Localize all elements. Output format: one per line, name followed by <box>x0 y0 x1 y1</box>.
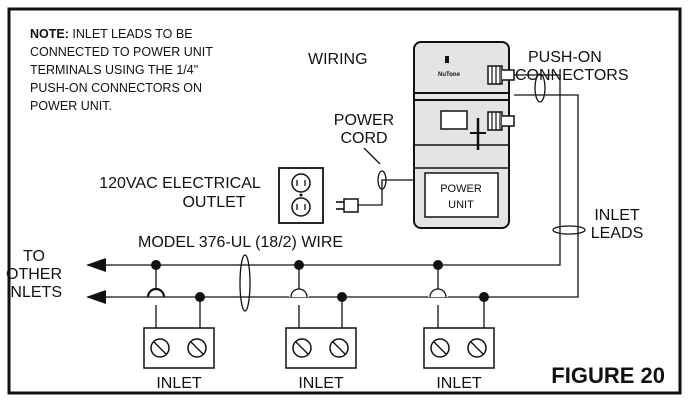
push-on-connector-upper <box>487 65 515 85</box>
inlet-leads-label-2: LEADS <box>591 225 643 242</box>
note-line-3: TERMINALS USING THE 1/4" <box>30 63 198 77</box>
wire-model-label: MODEL 376-UL (18/2) WIRE <box>138 234 343 251</box>
to-other-label-1: TO <box>23 248 45 265</box>
note-line-4: PUSH-ON CONNECTORS ON <box>30 81 202 95</box>
inlet-leads-wires <box>88 73 586 298</box>
power-cord-label-2: CORD <box>340 130 387 147</box>
inlet-2-wiring <box>289 260 347 330</box>
to-other-label-2: OTHER <box>6 266 62 283</box>
inlet-terminal-block-1 <box>143 327 215 369</box>
plug-icon <box>336 198 359 213</box>
note-line-5: POWER UNIT. <box>30 99 112 113</box>
arrow-lower <box>86 290 106 304</box>
brand-logo: NuTone <box>438 72 461 78</box>
power-unit-label-2: UNIT <box>448 199 474 211</box>
inlet-label-2: INLET <box>298 375 344 392</box>
inlet-terminal-block-3 <box>423 327 495 369</box>
to-other-label-3: INLETS <box>6 284 62 301</box>
figure-label: FIGURE 20 <box>551 363 665 388</box>
wiring-title: WIRING <box>308 51 368 68</box>
inlet-1-wiring <box>146 260 205 330</box>
power-cord-marker <box>377 170 387 190</box>
electrical-outlet-icon <box>278 167 324 224</box>
outlet-label-2: OUTLET <box>182 194 245 211</box>
wire-bundle-marker <box>239 254 251 312</box>
power-cord-label-1: POWER <box>334 112 394 129</box>
outlet-label-1: 120VAC ELECTRICAL <box>99 175 261 192</box>
power-cord-pointer <box>363 147 381 165</box>
arrow-upper <box>86 258 106 272</box>
push-on-label-1: PUSH-ON <box>528 49 602 66</box>
power-cord <box>358 179 414 206</box>
power-unit: NuTone POWER UNIT <box>413 41 510 229</box>
push-on-connector-lower <box>487 111 515 131</box>
note-line-1: INLET LEADS TO BE <box>69 27 193 41</box>
inlet-label-3: INLET <box>436 375 482 392</box>
power-unit-label-1: POWER <box>440 183 482 195</box>
note-line-2: CONNECTED TO POWER UNIT <box>30 45 213 59</box>
inlet-leads-label-1: INLET <box>594 207 640 224</box>
outer-border <box>7 7 682 395</box>
inlet-terminal-block-2 <box>285 327 357 369</box>
note-text: NOTE: INLET LEADS TO BE <box>30 27 193 41</box>
inlet-3-wiring <box>428 260 489 330</box>
inlet-label-1: INLET <box>156 375 202 392</box>
note-prefix: NOTE: <box>30 27 69 41</box>
